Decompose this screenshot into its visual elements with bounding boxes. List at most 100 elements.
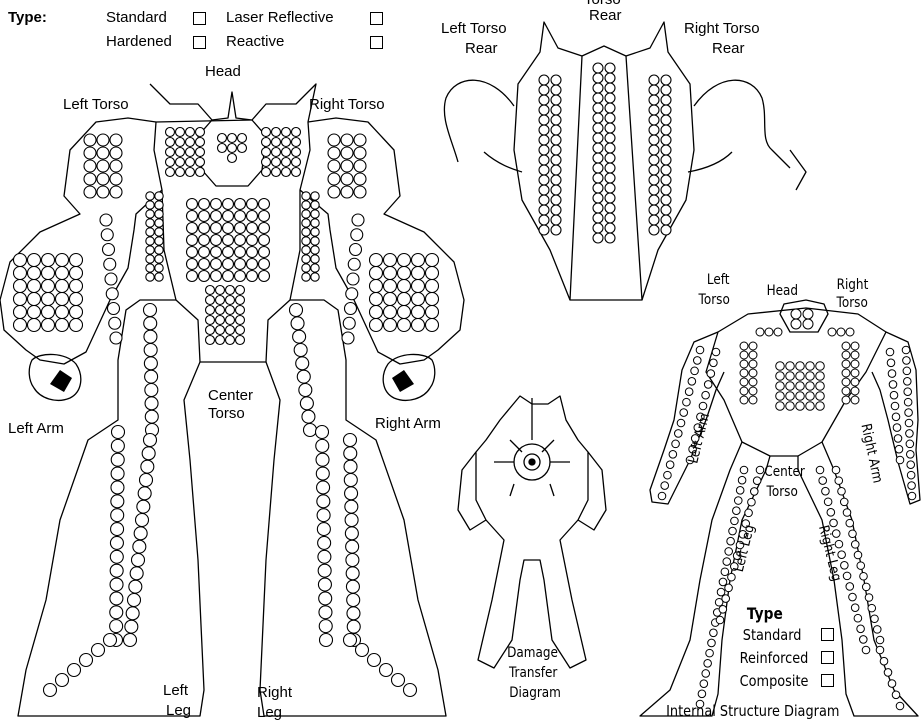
armor-pip: [111, 453, 124, 466]
is-pip: [796, 372, 805, 381]
armor-pip: [166, 148, 175, 157]
is-pip: [842, 378, 850, 386]
is-pip: [907, 461, 915, 469]
armor-pip: [345, 487, 358, 500]
armor-pip: [649, 105, 659, 115]
is-pip: [725, 548, 733, 556]
armor-pip: [199, 223, 210, 234]
armor-pip: [539, 95, 549, 105]
is-pip: [683, 398, 691, 406]
armor-pip: [110, 564, 123, 577]
armor-pip: [368, 654, 381, 667]
armor-pip: [223, 235, 234, 246]
is-pip: [786, 362, 795, 371]
armor-pip: [272, 138, 281, 147]
armor-pip: [247, 259, 258, 270]
armor-pip: [111, 481, 124, 494]
is-pip: [824, 498, 832, 506]
is-type-composite-checkbox[interactable]: [821, 674, 834, 687]
is-pip: [842, 342, 850, 350]
armor-pip: [593, 83, 603, 93]
is-pip: [725, 584, 733, 592]
armor-pip: [551, 95, 561, 105]
armor-pip: [346, 567, 359, 580]
armor-pip: [216, 316, 225, 325]
armor-pip: [341, 160, 353, 172]
is-type-reinforced-checkbox[interactable]: [821, 651, 834, 664]
armor-pip: [110, 592, 123, 605]
right-torso-rear-label-line2: Rear: [712, 40, 745, 57]
armor-pip: [146, 219, 154, 227]
armor-pip: [605, 73, 615, 83]
is-pip: [728, 573, 736, 581]
armor-pip: [593, 203, 603, 213]
armor-pip: [316, 426, 329, 439]
armor-pip: [384, 293, 397, 306]
is-pip: [749, 342, 757, 350]
is-pip: [862, 646, 870, 654]
is-pip: [740, 387, 748, 395]
armor-pip: [92, 644, 105, 657]
is-pip: [816, 466, 824, 474]
armor-pip: [346, 540, 359, 553]
is-pip: [871, 615, 879, 623]
armor-pip: [328, 160, 340, 172]
is-pip: [908, 492, 916, 500]
armor-type-reactive-checkbox[interactable]: [370, 36, 383, 49]
armor-pip: [236, 296, 245, 305]
armor-pip: [605, 83, 615, 93]
armor-pip: [187, 235, 198, 246]
armor-pip: [605, 163, 615, 173]
armor-pip: [226, 316, 235, 325]
armor-pip: [370, 293, 383, 306]
armor-pip: [649, 145, 659, 155]
is-pip: [888, 370, 896, 378]
is-pip: [843, 509, 851, 517]
armor-pip: [344, 447, 357, 460]
is-left-torso-label-line2: Torso: [699, 292, 730, 309]
damage-transfer-label-line2: Transfer: [509, 665, 557, 682]
armor-type-standard-checkbox[interactable]: [193, 12, 206, 25]
is-pip: [680, 409, 688, 417]
is-pip: [776, 382, 785, 391]
armor-pip: [302, 264, 310, 272]
is-type-standard-checkbox[interactable]: [821, 628, 834, 641]
armor-pip: [259, 199, 270, 210]
armor-pip: [294, 344, 307, 357]
is-pip: [889, 381, 897, 389]
armor-pip: [292, 138, 301, 147]
armor-pip: [345, 500, 358, 513]
is-pip: [888, 680, 896, 688]
armor-type-hardened-checkbox[interactable]: [193, 36, 206, 49]
right-leg-label-line2: Leg: [257, 704, 282, 721]
armor-pip: [354, 173, 366, 185]
armor-pip: [155, 264, 163, 272]
armor-type-laser-reflective-checkbox[interactable]: [370, 12, 383, 25]
armor-pip: [176, 148, 185, 157]
armor-pip: [412, 254, 425, 267]
armor-pip: [129, 580, 142, 593]
armor-pip: [155, 219, 163, 227]
center-torso-rear-label-line2: Rear: [589, 7, 622, 24]
armor-pip: [228, 154, 237, 163]
armor-pip: [661, 175, 671, 185]
armor-pip: [316, 439, 329, 452]
armor-pip: [97, 186, 109, 198]
is-pip: [894, 435, 902, 443]
is-pip: [707, 370, 715, 378]
armor-pip: [354, 186, 366, 198]
armor-pip: [593, 173, 603, 183]
armor-pip: [14, 267, 27, 280]
rear-outline-right: [626, 22, 694, 300]
is-pip: [827, 509, 835, 517]
armor-pip: [199, 199, 210, 210]
armor-pip: [110, 550, 123, 563]
armor-pip: [593, 163, 603, 173]
armor-pip: [282, 138, 291, 147]
armor-pip: [272, 148, 281, 157]
armor-pip: [649, 95, 659, 105]
is-pip: [776, 372, 785, 381]
is-pip: [716, 616, 724, 624]
armor-pip: [206, 306, 215, 315]
armor-pip: [144, 357, 157, 370]
